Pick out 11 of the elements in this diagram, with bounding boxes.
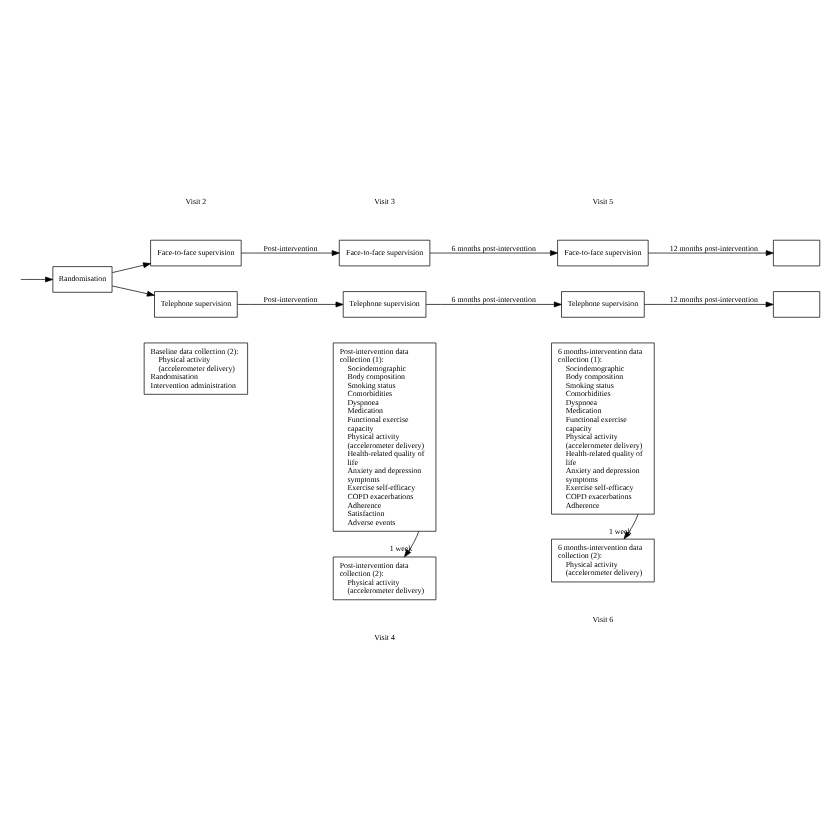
arrow — [644, 301, 774, 308]
arrow — [240, 250, 340, 256]
arrow — [425, 301, 562, 308]
arrow — [111, 262, 151, 273]
arrow — [429, 250, 558, 256]
arrow — [237, 301, 344, 308]
node-box — [773, 291, 821, 318]
arrow — [20, 276, 53, 283]
arrow — [647, 250, 774, 256]
arrow — [111, 285, 155, 297]
node-box — [773, 239, 821, 267]
